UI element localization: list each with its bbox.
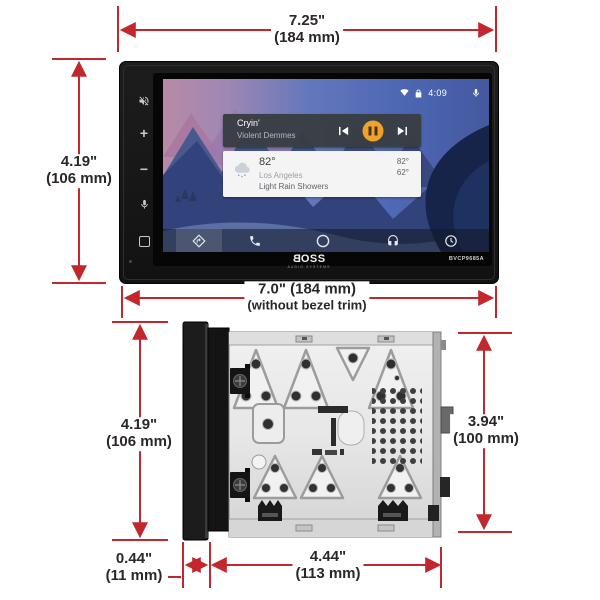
weather-condition: Light Rain Showers [259,182,329,191]
dim-chassis-front-height: 4.19" (106 mm) [103,416,175,451]
microphone-icon [140,199,148,209]
media-card[interactable]: Cryin' Violent Demmes [223,114,421,147]
temp-low: 62° [396,168,409,177]
dim-overall-width: 7.25" (184 mm) [271,12,343,47]
volume-down-button[interactable]: − [139,160,149,177]
boss-logo: BOSS AUDIO SYSTEMS [287,253,331,270]
previous-track-button[interactable] [339,126,349,136]
home-button[interactable] [134,233,154,250]
volume-up-button[interactable]: + [139,124,149,141]
clock-icon[interactable] [445,234,458,247]
current-temp: 82° [259,156,276,168]
reset-led [129,260,132,263]
model-number: BVCP9685A [448,256,484,262]
track-artist: Violent Demmes [237,131,296,140]
weather-card[interactable]: 82° Los Angeles Light Rain Showers 82° 6… [223,151,421,197]
navigation-icon[interactable] [192,234,206,247]
track-title: Cryin' [237,118,260,128]
lock-icon [415,89,422,97]
app-nav-bar [163,229,489,252]
dim-chassis-depth: 4.44" (113 mm) [292,548,364,583]
dim-width-no-bezel: 7.0" (184 mm) (without bezel trim) [244,281,370,313]
home-square-icon [138,236,150,247]
mute-button[interactable] [134,92,154,109]
next-track-button[interactable] [397,126,407,136]
status-bar: 4:09 [400,88,481,98]
voice-button[interactable] [134,196,154,213]
light-rain-cloud-icon [234,162,250,178]
temp-high: 82° [396,157,409,166]
headphones-icon[interactable] [387,234,400,247]
weather-city: Los Angeles [259,171,303,180]
dim-overall-height: 4.19" (106 mm) [43,153,115,188]
boss-logo-b: B [292,253,301,265]
phone-icon[interactable] [249,234,262,247]
boss-logo-rest: OSS [300,253,326,265]
boss-logo-subtitle: AUDIO SYSTEMS [287,265,331,269]
touchscreen[interactable]: 4:09 Cryin' Violent Demmes [163,79,489,252]
pause-button[interactable] [362,120,384,141]
dim-chassis-body-height: 3.94" (100 mm) [450,413,522,448]
dim-faceplate-depth: 0.44" (11 mm) [102,550,166,585]
chassis-side-view [182,321,454,541]
wifi-icon [400,89,409,96]
voice-mic-icon[interactable] [471,88,481,98]
head-unit-front-view: + − [119,61,499,284]
mute-speaker-icon [139,96,149,105]
bezel-inner-frame [123,65,495,280]
home-circle-icon[interactable] [316,234,330,248]
clock-time: 4:09 [428,88,447,98]
